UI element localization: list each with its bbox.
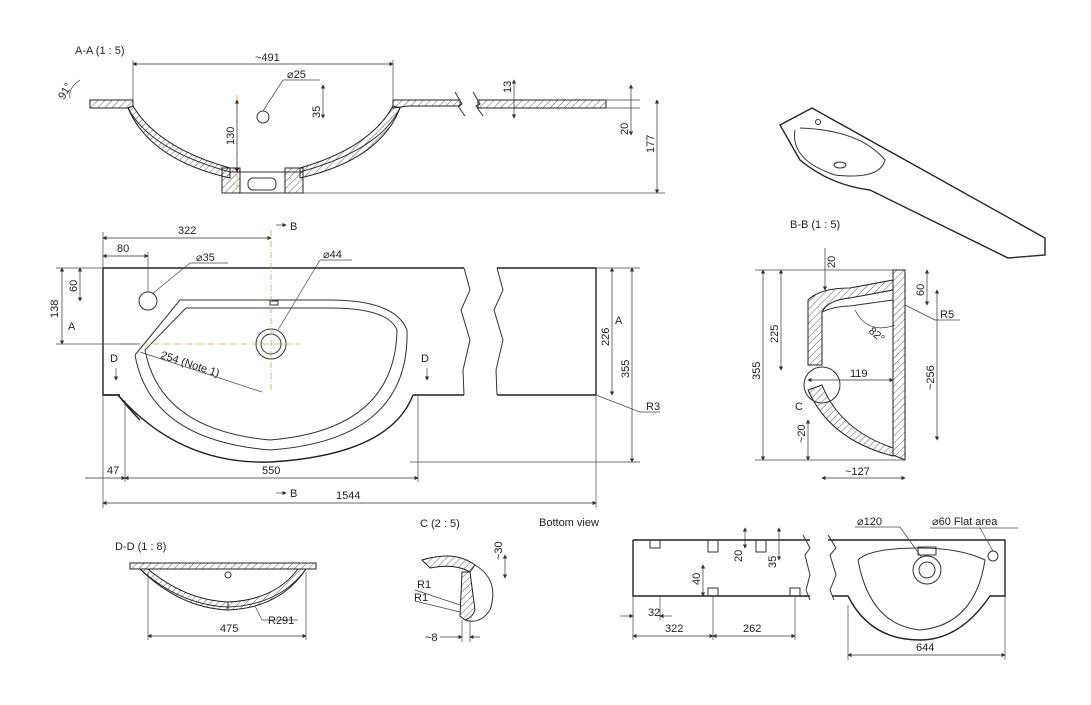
- plan-dim-80: 80: [117, 243, 129, 255]
- dd-dim-r291: R291: [268, 615, 294, 627]
- tr-dim-d120: ⌀120: [857, 516, 882, 528]
- detail-c: C (2 : 5) ~30 R1 R1 ~8: [414, 518, 508, 644]
- detail-c-title: C (2 : 5): [420, 518, 460, 530]
- plan-view: 322 80 ⌀35 ⌀44 138 60 A A D D B B 254 (N…: [49, 221, 660, 508]
- plan-dim-550: 550: [262, 465, 280, 477]
- c-dim-30: ~30: [493, 541, 505, 560]
- aa-dim-35: 35: [311, 106, 323, 118]
- aa-dim-d25: ⌀25: [287, 69, 306, 81]
- tr-dim-644: 644: [916, 642, 934, 654]
- aa-dim-491: ~491: [255, 52, 280, 64]
- bottom-dim-32: 32: [648, 607, 660, 619]
- tr-dim-d60-flat: ⌀60 Flat area: [932, 516, 998, 528]
- bb-dim-20: 20: [826, 256, 838, 268]
- section-bb: B-B (1 : 5) 20 60 225 82° R5 355 119 ~25…: [751, 219, 960, 481]
- plan-label-b-bottom: B: [290, 488, 297, 500]
- plan-label-a-right: A: [615, 315, 623, 327]
- plan-dim-355: 355: [620, 360, 632, 378]
- plan-dim-60: 60: [68, 280, 80, 292]
- plan-dim-138: 138: [49, 300, 61, 318]
- section-dd: D-D (1 : 8) 475 R291: [115, 541, 317, 640]
- bb-dim-r5: R5: [940, 309, 954, 321]
- bb-label-c: C: [795, 401, 803, 413]
- plan-dim-1544: 1544: [336, 490, 360, 502]
- plan-label-b-top: B: [290, 221, 297, 233]
- bottom-view: Bottom view 20 35 40 32 322 262: [539, 517, 811, 640]
- bottom-dim-262: 262: [743, 623, 761, 635]
- section-aa-title: A-A (1 : 5): [75, 45, 125, 57]
- plan-label-d-right: D: [421, 353, 429, 365]
- bb-dim-20b: ~20: [796, 424, 808, 443]
- bb-dim-60: 60: [915, 284, 927, 296]
- c-dim-8: ~8: [425, 632, 438, 644]
- bb-dim-127: ~127: [845, 466, 870, 478]
- bb-dim-225: 225: [769, 325, 781, 343]
- aa-dim-13: 13: [502, 81, 514, 93]
- plan-dim-d44: ⌀44: [323, 249, 342, 261]
- plan-dim-226: 226: [600, 328, 612, 346]
- bb-dim-256: ~256: [925, 365, 937, 390]
- bottom-dim-322: 322: [665, 623, 683, 635]
- section-bb-title: B-B (1 : 5): [790, 219, 840, 231]
- bottom-dim-20: 20: [733, 550, 745, 562]
- aa-dim-130: 130: [225, 127, 237, 145]
- bottom-right-view: ⌀120 ⌀60 Flat area 644: [827, 516, 1018, 660]
- plan-dim-r3: R3: [646, 401, 660, 413]
- bottom-view-title: Bottom view: [539, 517, 599, 529]
- aa-dim-177: 177: [645, 135, 657, 153]
- aa-dim-20: 20: [619, 123, 631, 135]
- plan-label-d-left: D: [110, 353, 118, 365]
- section-aa: A-A (1 : 5) ~491 ⌀25 35 130 13: [56, 45, 665, 194]
- bottom-dim-35: 35: [767, 556, 779, 568]
- c-dim-r1b: R1: [414, 592, 428, 604]
- bb-dim-355: 355: [751, 362, 763, 380]
- plan-dim-254: 254 (Note 1): [159, 349, 221, 379]
- iso-preview: [779, 107, 1046, 259]
- bottom-dim-40: 40: [691, 573, 703, 585]
- plan-dim-322: 322: [178, 225, 196, 237]
- bb-dim-119: 119: [850, 368, 868, 380]
- section-dd-title: D-D (1 : 8): [115, 541, 166, 553]
- plan-dim-47: 47: [107, 465, 119, 477]
- c-dim-r1a: R1: [417, 579, 431, 591]
- aa-dim-91deg: 91°: [56, 81, 75, 101]
- plan-label-a-left: A: [68, 321, 76, 333]
- dd-dim-475: 475: [220, 623, 238, 635]
- plan-dim-d35: ⌀35: [196, 252, 215, 264]
